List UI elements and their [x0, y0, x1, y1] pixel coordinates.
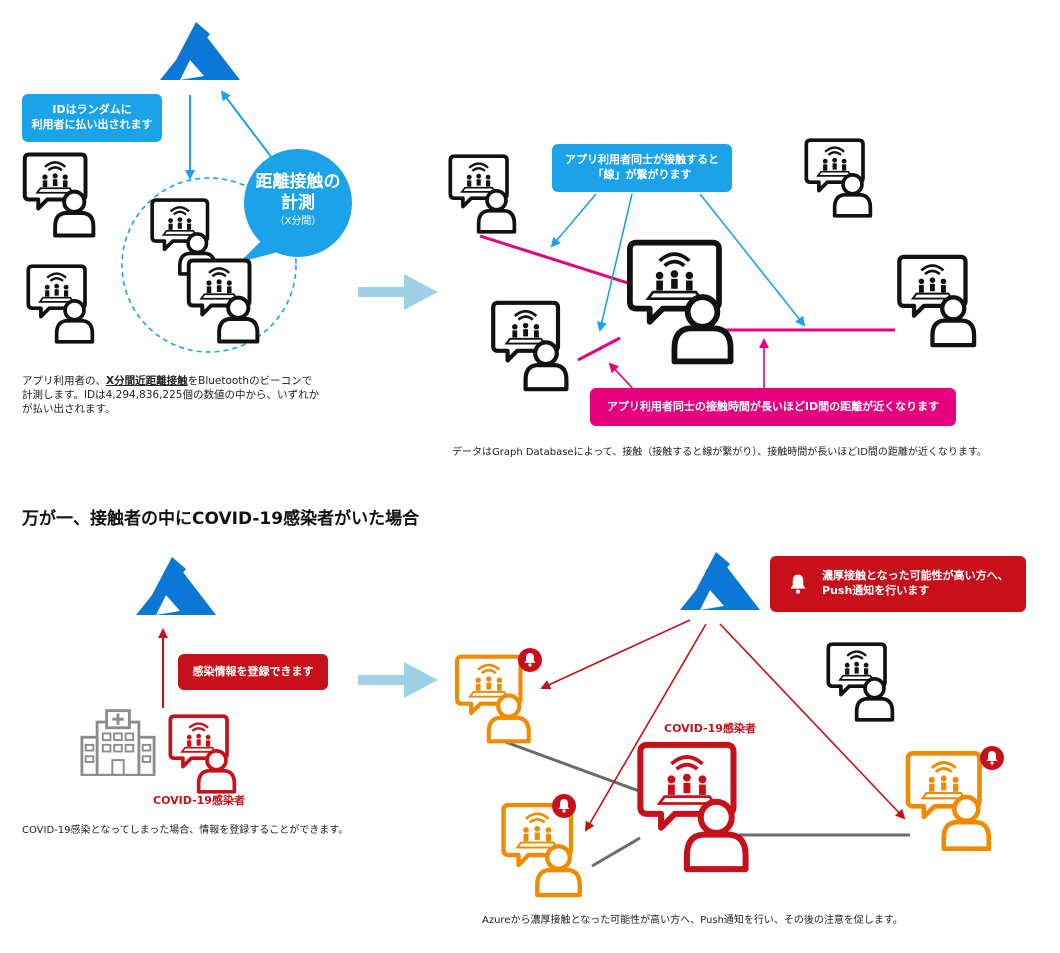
user-device-icon: [22, 152, 96, 238]
distance-line1: 距離接触の: [255, 172, 341, 192]
caption-part2: をBluetoothのビーコンで計測します。IDは4,294,836,225個の…: [22, 375, 319, 416]
user-device-icon: [448, 154, 517, 234]
bell-icon: [518, 648, 542, 672]
push-arrow: [719, 623, 906, 820]
push-arrow: [540, 619, 691, 690]
connect-info-box: アプリ利用者同士が接触すると 「線」が繋がります: [552, 144, 732, 192]
section-heading: 万が一、接触者の中にCOVID-19感染者がいた場合: [22, 509, 420, 529]
top-right-caption: データはGraph Databaseによって、接触（接触すると線が繋がり）、接触…: [452, 447, 987, 458]
contact-user-icon: [908, 753, 989, 848]
id-random-box: IDはランダムに 利用者に払い出されます: [22, 94, 162, 142]
azure-logo-icon: [136, 557, 216, 615]
infected-user-icon: [168, 714, 237, 794]
register-info-box: 感染情報を登録できます: [178, 654, 328, 690]
connect-arrow: [596, 193, 633, 332]
register-text: 感染情報を登録できます: [192, 664, 314, 678]
user-device-icon: [826, 642, 895, 722]
distance-sub: （X分間）: [274, 215, 322, 227]
edge-pink: [479, 234, 651, 292]
connect-line1: アプリ利用者同士が接触すると: [565, 153, 719, 167]
top-left-caption: アプリ利用者の、X分間近距離接触をBluetoothのビーコンで計測します。ID…: [22, 374, 322, 417]
caption-part1: アプリ利用者の、: [22, 375, 106, 387]
id-random-line2: 利用者に払い出されます: [31, 118, 153, 131]
user-device-icon: [899, 257, 974, 345]
right-arrow-icon: [358, 274, 438, 310]
user-device-icon: [493, 303, 566, 389]
distance-line2: 計測: [281, 193, 315, 214]
push-info-box: 濃厚接触となった可能性が高い方へ、 Push通知を行います: [770, 556, 1026, 612]
contact-edge-gray: [499, 738, 651, 797]
closer-info-box: アプリ利用者同士の接触時間が長いほどID間の距離が近くなります: [590, 388, 956, 426]
push-arrow: [584, 623, 707, 832]
hospital-icon: [80, 709, 156, 776]
push-line1: 濃厚接触となった可能性が高い方へ、: [822, 569, 1009, 583]
azure-logo-icon: [160, 22, 240, 80]
covid-label-left: COVID-19感染者: [153, 794, 245, 807]
bell-icon: [980, 746, 1004, 770]
bottom-right-caption: Azureから濃厚接触となった可能性が高い方へ、Push通知を行い、その後の注意…: [482, 915, 903, 926]
edge-pink: [577, 336, 621, 362]
contact-user-icon: [457, 657, 529, 742]
connect-arrow: [699, 193, 806, 327]
measure-upload-arrow: [220, 90, 273, 159]
covid-label-right: COVID-19感染者: [664, 722, 756, 735]
proximity-circle: [121, 177, 297, 353]
id-random-line1: IDはランダムに: [52, 103, 132, 117]
user-device-icon: [630, 243, 731, 362]
bell-icon: [790, 574, 806, 594]
connect-arrow: [550, 193, 597, 248]
distance-bubble: [240, 149, 352, 262]
user-device-icon: [26, 264, 95, 344]
closer-text: アプリ利用者同士の接触時間が長いほどID間の距離が近くなります: [606, 399, 940, 413]
user-device-icon: [804, 138, 873, 218]
right-arrow-icon: [358, 662, 438, 698]
connect-line2: 「線」が繋がります: [592, 168, 692, 181]
closer-arrow: [608, 362, 637, 393]
contact-edge-gray: [591, 836, 641, 868]
push-line2: Push通知を行います: [822, 584, 930, 597]
contact-user-icon: [504, 805, 580, 895]
distance-bubble-text: 距離接触の 計測 （X分間）: [246, 172, 350, 228]
caption-bold: X分間近距離接触: [106, 375, 188, 387]
azure-logo-icon: [680, 552, 760, 610]
bottom-left-caption: COVID-19感染となってしまった場合、情報を登録することができます。: [22, 825, 349, 836]
user-device-icon: [186, 258, 260, 344]
infected-user-icon: [640, 745, 745, 869]
bell-icon: [552, 794, 576, 818]
